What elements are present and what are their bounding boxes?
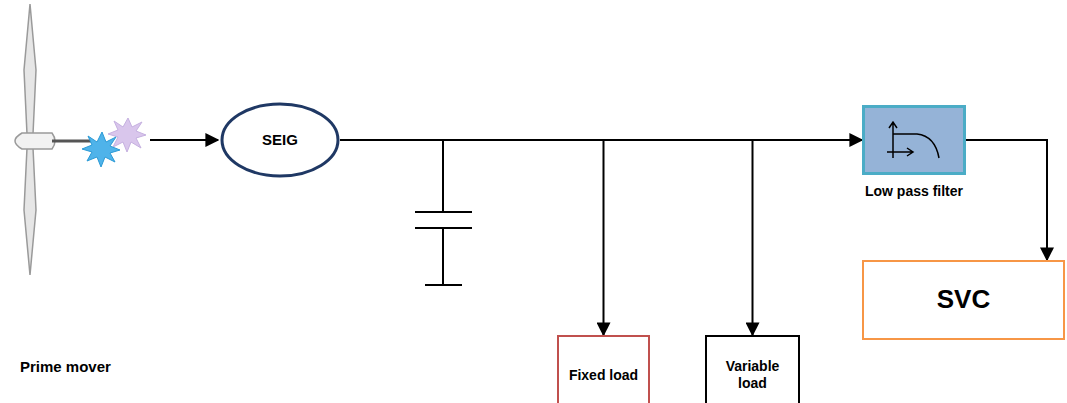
- filter-icon: [865, 108, 963, 172]
- capacitor-symbol: [415, 140, 472, 285]
- bus-connector: [340, 139, 862, 141]
- coupling-star: [82, 118, 146, 167]
- bus-connector: [340, 140, 604, 335]
- generator-ellipse: SEIG: [220, 102, 340, 178]
- load-box: Fixed load: [557, 335, 650, 403]
- caption-label: Prime mover: [20, 358, 140, 376]
- node-text: Fixed load: [569, 367, 638, 384]
- node-text: SEIG: [262, 131, 298, 149]
- filter-block: Low pass filter: [862, 105, 966, 200]
- bus-connector: [340, 140, 753, 335]
- filter-box: [862, 105, 966, 175]
- bus-connector: [966, 140, 1047, 260]
- block-label: Low pass filter: [865, 183, 963, 200]
- wind-turbine: [15, 4, 92, 275]
- shaft-arrow: [150, 139, 218, 141]
- load-box: Variable load: [705, 335, 800, 403]
- node-text: Variable load: [715, 358, 790, 392]
- node-text: SVC: [937, 284, 990, 315]
- controller-box: SVC: [862, 260, 1065, 340]
